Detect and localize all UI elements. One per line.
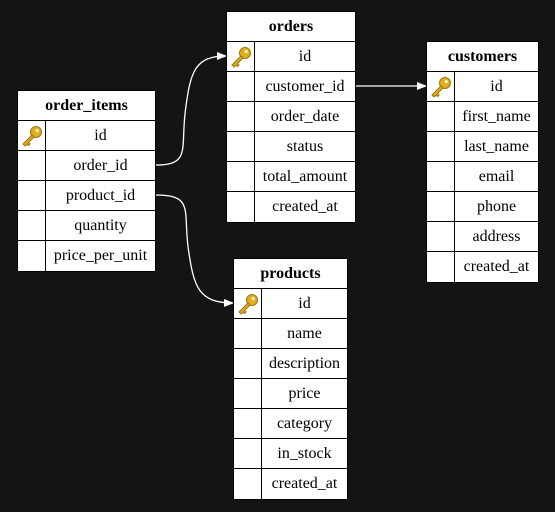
key-cell: [234, 379, 262, 408]
key-cell: [427, 252, 455, 282]
key-icon: [429, 76, 453, 98]
column-row[interactable]: last_name: [427, 132, 538, 162]
key-cell: [427, 222, 455, 251]
column-row[interactable]: id: [427, 72, 538, 102]
column-row[interactable]: id: [227, 42, 355, 72]
column-name: first_name: [462, 108, 531, 125]
key-cell: [234, 439, 262, 468]
key-cell: [227, 192, 255, 222]
table-products[interactable]: products id name description price category in…: [233, 258, 348, 500]
key-icon: [236, 293, 260, 315]
column-name: order_id: [73, 157, 128, 174]
column-name: price_per_unit: [53, 247, 148, 264]
column-row[interactable]: address: [427, 222, 538, 252]
column-name: id: [490, 78, 503, 95]
table-title: orders: [227, 12, 355, 42]
column-name: email: [478, 168, 515, 185]
column-name: phone: [476, 198, 517, 215]
column-name: category: [276, 415, 333, 432]
key-cell: [18, 121, 46, 150]
column-row[interactable]: customer_id: [227, 72, 355, 102]
key-cell: [234, 469, 262, 499]
column-name: address: [472, 228, 521, 245]
relation-arrow-product-id: [155, 194, 234, 307]
key-cell: [427, 162, 455, 191]
column-row[interactable]: phone: [427, 192, 538, 222]
column-name: last_name: [464, 138, 529, 155]
column-row[interactable]: order_date: [227, 102, 355, 132]
column-name: created_at: [272, 198, 338, 215]
key-cell: [234, 289, 262, 318]
table-title: customers: [427, 42, 538, 72]
key-cell: [18, 181, 46, 210]
key-cell: [18, 151, 46, 180]
column-name: total_amount: [262, 168, 348, 185]
relation-arrow-order-id: [155, 52, 227, 166]
key-cell: [427, 192, 455, 221]
column-name: order_date: [270, 108, 340, 125]
key-icon: [229, 46, 253, 68]
key-cell: [18, 211, 46, 240]
column-row[interactable]: total_amount: [227, 162, 355, 192]
key-cell: [18, 241, 46, 271]
column-row[interactable]: email: [427, 162, 538, 192]
column-name: id: [298, 295, 311, 312]
key-cell: [227, 72, 255, 101]
column-name: created_at: [271, 475, 338, 492]
column-row[interactable]: status: [227, 132, 355, 162]
key-cell: [234, 349, 262, 378]
column-row[interactable]: first_name: [427, 102, 538, 132]
key-cell: [427, 132, 455, 161]
key-cell: [227, 162, 255, 191]
column-name: product_id: [65, 187, 136, 204]
column-row[interactable]: id: [234, 289, 347, 319]
key-cell: [234, 409, 262, 438]
column-row[interactable]: created_at: [227, 192, 355, 222]
table-title: order_items: [18, 91, 155, 121]
column-row[interactable]: quantity: [18, 211, 155, 241]
key-cell: [227, 42, 255, 71]
column-name: status: [286, 138, 324, 155]
column-name: name: [287, 325, 322, 342]
column-row[interactable]: description: [234, 349, 347, 379]
column-row[interactable]: id: [18, 121, 155, 151]
column-row[interactable]: product_id: [18, 181, 155, 211]
column-row[interactable]: created_at: [427, 252, 538, 282]
key-cell: [427, 102, 455, 131]
key-cell: [227, 132, 255, 161]
column-row[interactable]: name: [234, 319, 347, 349]
column-name: in_stock: [277, 445, 332, 462]
column-row[interactable]: created_at: [234, 469, 347, 499]
key-cell: [227, 102, 255, 131]
column-name: id: [298, 48, 312, 65]
key-cell: [427, 72, 455, 101]
column-name: price: [288, 385, 321, 402]
column-row[interactable]: order_id: [18, 151, 155, 181]
key-cell: [234, 319, 262, 348]
column-name: customer_id: [265, 78, 345, 95]
key-icon: [20, 125, 44, 147]
column-name: quantity: [74, 217, 127, 234]
column-row[interactable]: in_stock: [234, 439, 347, 469]
table-title: products: [234, 259, 347, 289]
column-row[interactable]: category: [234, 409, 347, 439]
column-name: description: [268, 355, 341, 372]
column-row[interactable]: price_per_unit: [18, 241, 155, 271]
column-name: created_at: [463, 258, 530, 275]
column-row[interactable]: price: [234, 379, 347, 409]
column-name: id: [94, 127, 107, 144]
